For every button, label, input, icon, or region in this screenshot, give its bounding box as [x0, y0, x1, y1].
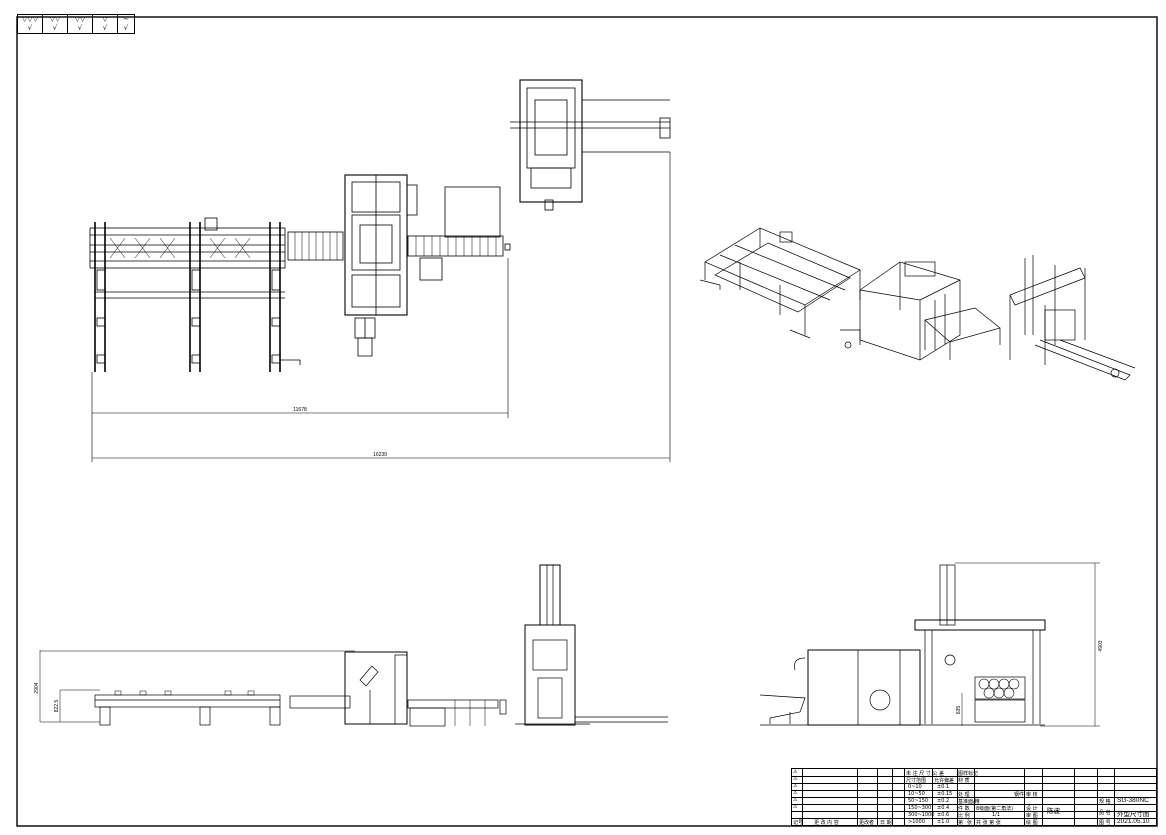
model-value: SG-380NC — [1117, 797, 1149, 804]
tol-range-1: 0~10 — [908, 784, 922, 790]
finish-symbol-5: ∼√ — [117, 14, 135, 34]
label-product-name: 品 名 — [1099, 810, 1111, 816]
rev-footer-author: 更改者 — [859, 820, 875, 826]
label-draw: 绘 图 — [1026, 820, 1038, 826]
revision-marker-4: ⚠ — [793, 790, 798, 796]
dim-text-4903: 4903 — [1098, 640, 1104, 651]
revision-marker-1: ⚠ — [793, 769, 798, 775]
revision-marker-5: ⚠ — [793, 797, 798, 803]
tol-value-4: ±0.4 — [937, 805, 950, 811]
label-drawing-number: 图 号 — [1099, 820, 1111, 826]
top-view — [89, 79, 671, 462]
page-info: 共 张 第 张 — [976, 820, 1001, 826]
tolerance-label: 允许偏差 — [934, 778, 955, 784]
label-treatment: 处 理 — [958, 792, 970, 798]
tol-range-5: 300~1000 — [908, 812, 935, 818]
sheet-border — [16, 16, 1158, 827]
finish-symbol-3: ▽▽√ — [67, 14, 93, 34]
label-material: 材 质 — [958, 778, 970, 784]
scale-value: 1/1 — [992, 812, 1001, 818]
tol-range-6: >1000 — [908, 819, 925, 825]
label-datum: 基准面/精 — [958, 799, 980, 805]
designer-name: 陈波 — [1047, 808, 1060, 815]
tol-value-3: ±0.2 — [937, 798, 950, 804]
tolerance-header: 未 注 尺 寸 公 差 — [906, 771, 944, 777]
rev-footer-content: 更 改 内 容 — [814, 820, 839, 826]
revision-marker-3: ⚠ — [793, 783, 798, 789]
label-quantity: 件 数 — [958, 806, 970, 812]
finish-symbol-1: ▽▽▽√ — [17, 14, 43, 34]
tol-range-3: 50~150 — [908, 798, 929, 804]
dim-text-835: 835 — [956, 706, 962, 715]
dim-text-11678: 11678 — [293, 407, 307, 413]
tol-value-2: ±0.15 — [937, 791, 953, 797]
dim-line-11678 — [91, 258, 509, 418]
title-block: ⚠ ⚠ ⚠ ⚠ ⚠ ⚠ 记号 更 改 内 容 更改者 日 期 未 注 尺 寸 公… — [791, 768, 1157, 826]
label-projection: 8级面(第二角法) — [976, 806, 1014, 812]
dim-text-2904: 2904 — [34, 682, 40, 693]
tol-value-6: ±1.0 — [937, 819, 950, 825]
label-drawing-mark: 图样标记 — [958, 771, 979, 777]
material-value: 钢件 — [1014, 792, 1025, 798]
side-view — [759, 562, 1100, 727]
finish-symbol-4: ▽√ — [92, 14, 118, 34]
dim-text-16239: 16239 — [373, 452, 387, 458]
drawing-number-value: 2021.05.10 — [1117, 818, 1150, 825]
label-sheet: 张 — [967, 820, 973, 826]
finish-symbol-2: ▽▽√ — [42, 14, 68, 34]
revision-marker-2: ⚠ — [793, 776, 798, 782]
rev-footer-mark: 记号 — [793, 820, 804, 826]
label-sheet-no: 第 — [958, 820, 964, 826]
product-name-value: 外型尺寸图 — [1117, 811, 1150, 818]
dim-text-822-5: 822.5 — [54, 700, 60, 713]
isometric-view — [699, 227, 1136, 381]
tol-range-2: 10~50 — [908, 791, 925, 797]
label-review: 审 核 — [1026, 792, 1038, 798]
size-range-label: 尺寸范围 — [906, 778, 927, 784]
label-model: 规 格 — [1099, 799, 1111, 805]
tol-range-4: 150~300 — [908, 805, 932, 811]
front-view — [39, 564, 668, 727]
dim-line-16239 — [91, 152, 671, 462]
revision-marker-6: ⚠ — [793, 804, 798, 810]
label-check: 审 图 — [1026, 813, 1038, 819]
tol-value-5: ±0.6 — [937, 812, 950, 818]
label-scale: 比 例 — [958, 813, 970, 819]
rev-footer-date: 日 期 — [880, 820, 892, 826]
tol-value-1: ±0.1 — [937, 784, 950, 790]
label-design: 设 计 — [1026, 806, 1038, 812]
